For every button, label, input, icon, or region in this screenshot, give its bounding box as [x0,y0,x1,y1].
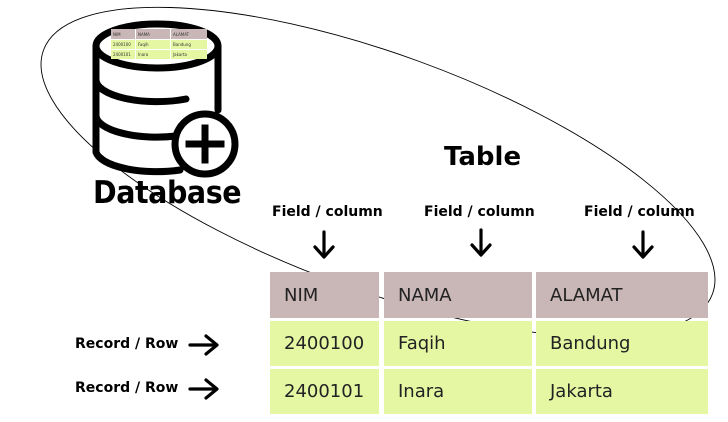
field-column-label: Field / column [272,204,383,220]
table-cell: Bandung [536,321,708,366]
data-table: NIM NAMA ALAMAT 2400100 Faqih Bandung 24… [270,272,708,414]
table-title: Table [444,142,522,172]
record-row-label: Record / Row [75,380,179,396]
field-column-label: Field / column [584,204,695,220]
mini-table-cell: 2400100 [111,40,135,49]
table-cell: Jakarta [536,369,708,414]
mini-header-cell: ALAMAT [171,29,207,39]
record-row-label: Record / Row [75,336,179,352]
mini-header-row: NIM NAMA ALAMAT [111,29,207,39]
table-row: 2400101 Inara Jakarta [270,369,708,414]
mini-table-cell: Faqih [136,40,170,49]
table-cell: 2400100 [270,321,379,366]
arrow-down-icon [313,230,335,259]
mini-table-cell: Inara [136,50,170,59]
arrow-down-icon [470,228,492,257]
field-column-label: Field / column [424,204,535,220]
mini-table-cell: Jakarta [171,50,207,59]
database-label: Database [93,175,242,211]
arrow-right-icon [188,378,219,400]
arrow-right-icon [188,334,219,356]
table-header-row: NIM NAMA ALAMAT [270,272,708,318]
column-header-alamat: ALAMAT [536,272,708,318]
column-header-nama: NAMA [384,272,532,318]
mini-table-cell: 2400101 [111,50,135,59]
mini-header-cell: NAMA [136,29,170,39]
mini-header-cell: NIM [111,29,135,39]
arrow-down-icon [632,230,654,259]
database-thumbnail-table: NIM NAMA ALAMAT 2400100 Faqih Bandung 24… [111,29,207,59]
column-header-nim: NIM [270,272,379,318]
table-cell: Faqih [384,321,532,366]
table-cell: 2400101 [270,369,379,414]
table-row: 2400100 Faqih Bandung [270,321,708,366]
table-cell: Inara [384,369,532,414]
mini-table-cell: Bandung [171,40,207,49]
plus-icon [171,110,239,178]
mini-table-row: 2400100 Faqih Bandung [111,40,207,49]
mini-table-row: 2400101 Inara Jakarta [111,50,207,59]
